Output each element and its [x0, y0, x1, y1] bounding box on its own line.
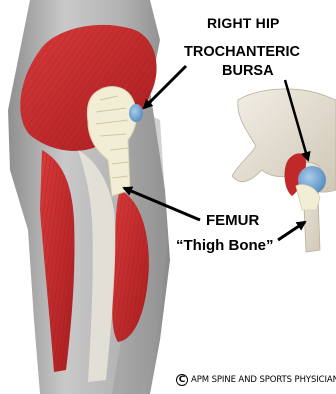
arrow-femur-right: [278, 222, 305, 240]
copyright-icon: C: [176, 374, 188, 386]
bursa-label: BURSA: [222, 64, 274, 79]
trochanteric-bursa-left: [129, 104, 143, 122]
trochanteric-label: TROCHANTERIC: [184, 45, 300, 60]
thigh-bone-label: “Thigh Bone”: [176, 238, 274, 253]
right-hip-label: RIGHT HIP: [207, 16, 280, 30]
copyright-notice: C APM SPINE AND SPORTS PHYSICIANS: [176, 374, 336, 386]
femur-label: FEMUR: [206, 213, 259, 228]
copyright-text: APM SPINE AND SPORTS PHYSICIANS: [191, 376, 336, 385]
